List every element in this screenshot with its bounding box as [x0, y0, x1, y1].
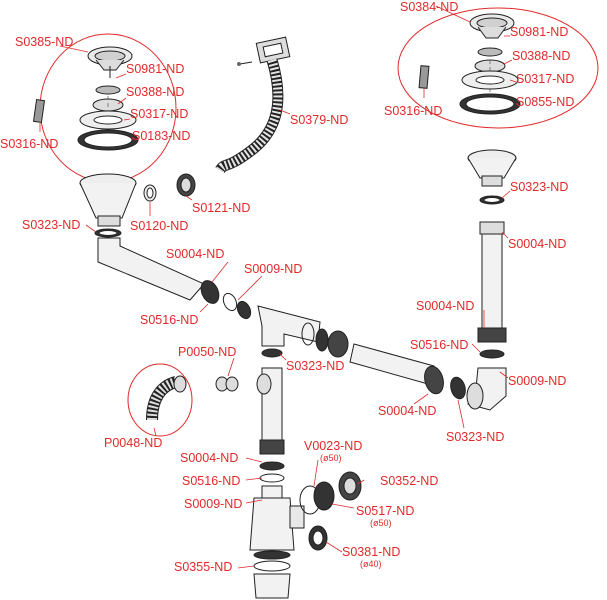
right-screw-s0316 [418, 65, 430, 89]
label-s0385: S0385-ND [15, 35, 73, 49]
label-s0516-center: S0516-ND [140, 313, 198, 327]
right-elbow [466, 367, 507, 411]
left-gasket-s0183 [77, 129, 139, 151]
label-s0323-center: S0323-ND [286, 359, 344, 373]
label-v0023-size: (ø50) [320, 453, 342, 463]
overflow-connector-s0120 [143, 184, 157, 202]
label-s0379: S0379-ND [290, 113, 348, 127]
label-s0516-bottom: S0516-ND [182, 474, 240, 488]
label-s0323-right: S0323-ND [510, 180, 568, 194]
label-s0384: S0384-ND [400, 0, 458, 14]
label-v0023: V0023-ND [304, 439, 362, 453]
left-horizontal-pipe [97, 237, 252, 320]
center-right-pipe [349, 343, 466, 400]
overflow-hose-s0379 [215, 36, 291, 174]
right-flange-s0317 [461, 70, 519, 90]
label-s0388-right: S0388-ND [512, 49, 570, 63]
right-vertical-pipe [477, 221, 507, 359]
label-s0004-right-mid: S0004-ND [416, 299, 474, 313]
label-s0355: S0355-ND [174, 560, 232, 574]
hose-p0048 [146, 375, 187, 421]
label-s0004-right-top: S0004-ND [508, 237, 566, 251]
label-s0352: S0352-ND [380, 474, 438, 488]
center-washer-s0323 [261, 348, 283, 358]
label-s0120: S0120-ND [130, 219, 188, 233]
plug-p0050 [215, 376, 239, 392]
label-s0004-mid-right: S0004-ND [378, 404, 436, 418]
right-gasket-s0855 [459, 93, 521, 115]
label-s0317-right: S0317-ND [516, 72, 574, 86]
bottle-trap-body [249, 485, 305, 599]
label-s0516-right: S0516-ND [410, 338, 468, 352]
label-s0381: S0381-ND [342, 545, 400, 559]
label-s0316-left: S0316-ND [0, 137, 58, 151]
outlet-seals-v0023-s0517 [299, 471, 362, 551]
label-s0009-bottom: S0009-ND [184, 497, 242, 511]
right-seal-s0981 [477, 47, 503, 57]
right-basin-outlet [467, 149, 517, 187]
label-s0316-right: S0316-ND [384, 104, 442, 118]
label-s0323-left: S0323-ND [22, 218, 80, 232]
left-flange-s0317 [79, 110, 137, 130]
label-s0517-size: (ø50) [370, 518, 392, 528]
label-s0388-left: S0388-ND [126, 85, 184, 99]
left-basin-outlet [79, 173, 137, 227]
right-strainer-basket [469, 13, 515, 39]
left-screw-s0316 [32, 98, 46, 124]
label-s0183: S0183-ND [132, 129, 190, 143]
label-s0981-left: S0981-ND [126, 62, 184, 76]
overflow-nut-s0121 [176, 173, 196, 197]
label-s0009-center: S0009-ND [244, 262, 302, 276]
label-s0381-size: (ø40) [360, 559, 382, 569]
label-p0048: P0048-ND [104, 436, 162, 450]
center-vertical-pipe [256, 367, 285, 483]
label-s0981-right: S0981-ND [510, 25, 568, 39]
label-s0009-right: S0009-ND [508, 374, 566, 388]
left-washer-s0323 [94, 228, 122, 238]
right-strainer-detail-circle [397, 7, 599, 129]
label-s0517: S0517-ND [356, 504, 414, 518]
label-p0050: P0050-ND [178, 345, 236, 359]
label-s0121: S0121-ND [192, 201, 250, 215]
label-s0004-bottom: S0004-ND [180, 451, 238, 465]
right-washer-s0323 [479, 195, 505, 205]
label-s0004-center: S0004-ND [166, 247, 224, 261]
left-seal-s0981 [95, 85, 121, 95]
label-s0317-left: S0317-ND [130, 107, 188, 121]
label-s0323-bottom-right: S0323-ND [446, 430, 504, 444]
left-strainer-basket [87, 46, 133, 78]
p0048-detail-circle [127, 363, 193, 437]
center-tee [257, 305, 349, 358]
label-s0855: S0855-ND [516, 95, 574, 109]
